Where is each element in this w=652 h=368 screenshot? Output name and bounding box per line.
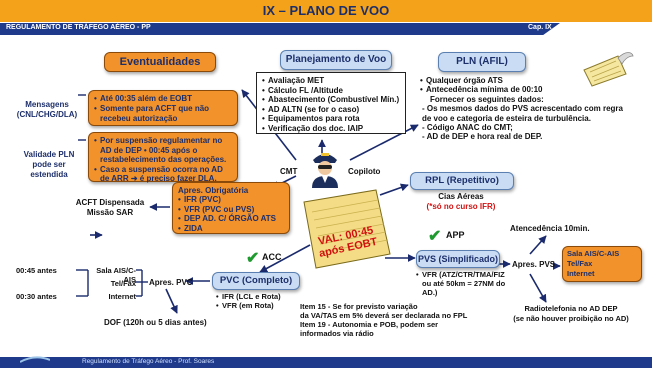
item-notes: Item 15 - Se for previsto variação da VA… <box>300 302 468 338</box>
flight-plan-document <box>300 188 392 270</box>
pln-afil-item: Antecedência mínima de 00:10 <box>420 85 632 95</box>
apres-obrigatoria-title: Apres. Obrigatória <box>178 186 249 195</box>
apres-pvc-bracket <box>76 269 148 297</box>
planejamento-item: Abastecimento (Combustível Mín.) <box>262 95 400 105</box>
antecedencia-label: Atencedência 10min. <box>510 224 590 233</box>
arrow-to-antecedencia <box>529 235 547 255</box>
planejamento-title: Planejamento de Voo <box>280 50 392 70</box>
apres-pvc-time: 00:30 antes <box>16 292 57 301</box>
validade-label: Validade PLN pode ser estendida <box>23 150 75 179</box>
apres-obrigatoria-item: ZIDA <box>178 224 284 234</box>
footer-text: Regulamento de Tráfego Aéreo - Prof. Soa… <box>82 358 215 365</box>
pvs-title: PVS (Simplificado) <box>416 250 500 268</box>
rpl-line2: (*só no curso IFR) <box>426 202 496 211</box>
pln-afil-text: Qualquer órgão ATS Antecedência mínima d… <box>420 76 632 142</box>
apres-pvc-channel: Tel/Fax <box>110 279 136 288</box>
radiotelefonia-label: Radiotelefonia no AD DEP (se não houver … <box>513 304 629 323</box>
pilot-icon <box>308 150 342 188</box>
rpl-title: RPL (Repetitivo) <box>410 172 514 190</box>
footer-bar <box>0 357 652 368</box>
pvc-item: IFR (LCL e Rota) <box>216 292 306 301</box>
arrow-to-pvc <box>259 244 311 273</box>
pvs-items: VFR (ATZ/CTR/TMA/FIZ ou até 50km = 27NM … <box>416 270 512 297</box>
pvc-item: VFR (em Rota) <box>216 301 306 310</box>
page-title: IX – PLANO DE VOO <box>262 3 390 18</box>
planejamento-box: Avaliação MET Cálculo FL /Altitude Abast… <box>256 72 406 134</box>
mensagens-box: Até 00:35 além de EOBT Somente para ACFT… <box>88 90 238 126</box>
pln-afil-fornecer: Fornecer os seguintes dados: <box>430 94 544 104</box>
arrow-right-icon: ➜ <box>130 174 138 183</box>
app-label: APP <box>446 230 465 240</box>
pvc-title: PVC (Completo) <box>212 272 300 290</box>
validade-item: Caso a suspensão ocorra no AD de ARR ➜ é… <box>94 165 232 184</box>
apres-obrigatoria-item: VFR (PVC ou PVS) <box>178 205 284 215</box>
apres-obrigatoria-item: DEP AD. C/ ÓRGÃO ATS <box>178 214 284 224</box>
apres-obrigatoria-item: IFR (PVC) <box>178 195 284 205</box>
eventualidades-title: Eventualidades <box>104 52 216 72</box>
mensagens-label: Mensagens (CNL/CHG/DLA) <box>16 100 78 119</box>
planejamento-item: AD ALTN (se for o caso) <box>262 105 400 115</box>
arrow-to-dof <box>165 288 178 314</box>
planejamento-item: Cálculo FL /Altitude <box>262 86 400 96</box>
apres-pvc-time: 00:45 antes <box>16 266 57 275</box>
apres-pvs-box: Sala AIS/C-AIS Tel/Fax Internet <box>562 246 642 282</box>
cmt-label: CMT <box>280 167 298 176</box>
subheader-bar <box>0 23 560 35</box>
arrow-to-rpl <box>379 183 409 196</box>
apres-pvc-label: Apres. PVC <box>149 278 193 287</box>
header-bar <box>0 0 652 22</box>
arrow-to-radiotelefonia <box>529 273 547 303</box>
validade-box: Por suspensão regulamentar no AD de DEP … <box>88 132 238 184</box>
planejamento-item: Avaliação MET <box>262 76 400 86</box>
pvs-item: VFR (ATZ/CTR/TMA/FIZ ou até 50km = 27NM … <box>416 270 512 297</box>
rpl-line1: Cias Aéreas <box>438 192 484 201</box>
mensagens-item: Somente para ACFT que não recebeu autori… <box>94 104 232 124</box>
subtitle: REGULAMENTO DE TRÁFEGO AÉREO - PP <box>6 24 151 31</box>
mensagens-item: Até 00:35 além de EOBT <box>94 94 232 104</box>
apres-pvs-label: Apres. PVS <box>512 260 556 269</box>
apres-pvc-channel: Sala AIS/C-AIS <box>96 266 136 284</box>
apres-pvc-channel: Internet <box>108 292 136 301</box>
acft-dispensada-label: ACFT Dispensada Missão SAR <box>75 198 145 217</box>
planejamento-item: Equipamentos para rota <box>262 114 400 124</box>
pln-afil-title: PLN (AFIL) <box>438 52 526 72</box>
dof-label: DOF (120h ou 5 dias antes) <box>104 318 207 327</box>
copiloto-label: Copiloto <box>348 167 381 176</box>
pln-afil-item: Qualquer órgão ATS <box>420 76 632 86</box>
pvc-items: IFR (LCL e Rota) VFR (em Rota) <box>216 292 306 310</box>
acc-label: ACC <box>262 252 282 262</box>
check-icon: ✔ <box>246 250 260 267</box>
chapter-label: Cap. IX <box>528 24 552 31</box>
apres-obrigatoria-box: Apres. Obrigatória IFR (PVC) VFR (PVC ou… <box>172 182 290 234</box>
pln-afil-sub: - Os mesmos dados do PVS acrescentado co… <box>422 104 623 142</box>
planejamento-item: Verificação dos doc. IAIP <box>262 124 400 134</box>
arrow-to-afil <box>349 124 419 161</box>
logo <box>20 354 50 364</box>
winged-document-icon <box>578 48 634 88</box>
check-icon: ✔ <box>428 228 442 245</box>
validade-item: Por suspensão regulamentar no AD de DEP … <box>94 136 232 165</box>
